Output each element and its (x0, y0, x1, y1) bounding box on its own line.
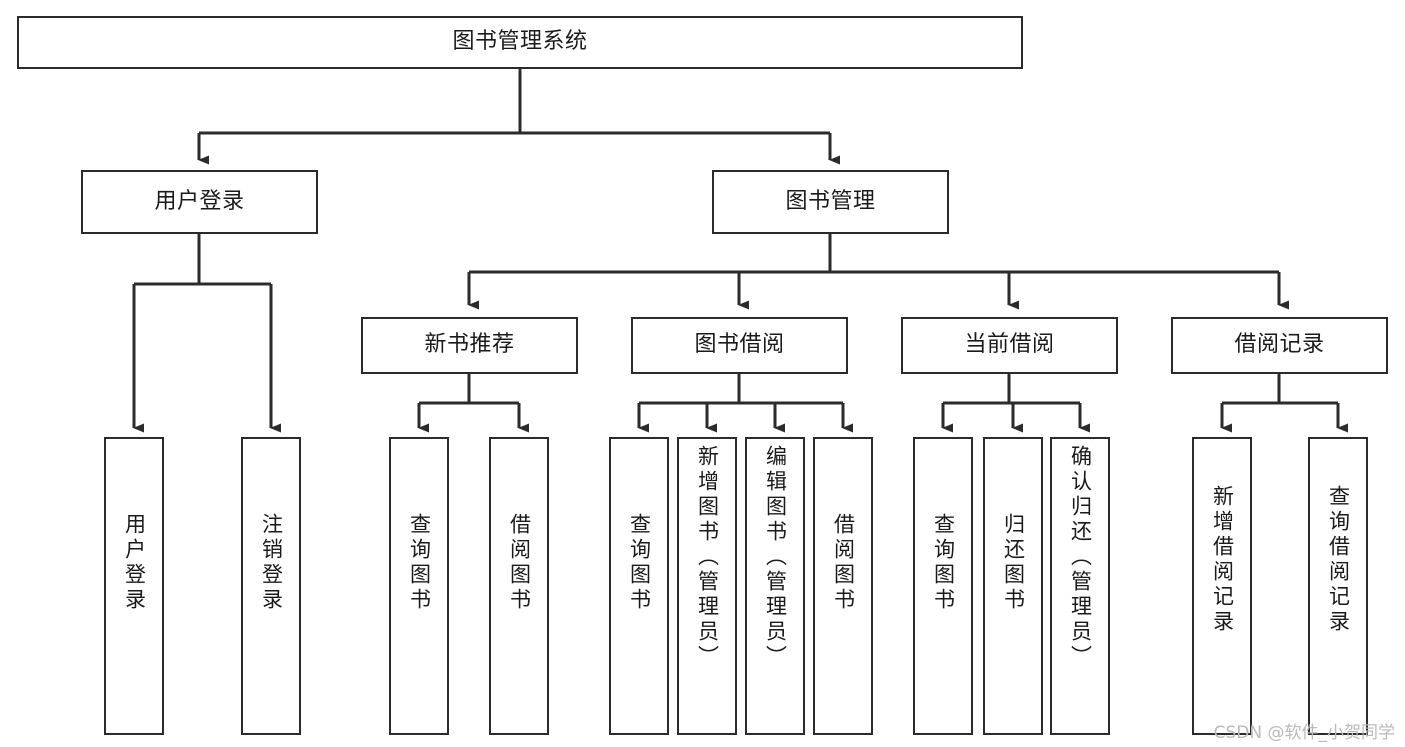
leaf-bb-edit-book-admin[interactable]: 编辑图书（管理员） (745, 437, 805, 735)
leaf-bb-query-book[interactable]: 查询图书 (609, 437, 669, 735)
leaf-cb-confirm-return-admin-label: 确认归还（管理员） (1068, 445, 1093, 670)
node-user-login[interactable]: 用户登录 (81, 170, 318, 234)
leaf-logout-login[interactable]: 注销登录 (241, 437, 301, 735)
leaf-bb-edit-book-admin-label: 编辑图书（管理员） (763, 445, 788, 670)
node-root-system[interactable]: 图书管理系统 (17, 16, 1023, 69)
leaf-bb-borrow-book[interactable]: 借阅图书 (813, 437, 873, 735)
leaf-nb-borrow-book[interactable]: 借阅图书 (489, 437, 549, 735)
leaf-br-add-record-label: 新增借阅记录 (1210, 485, 1235, 635)
leaf-user-login[interactable]: 用户登录 (104, 437, 164, 735)
leaf-bb-borrow-book-label: 借阅图书 (831, 513, 856, 613)
leaf-br-query-record-label: 查询借阅记录 (1326, 485, 1351, 635)
node-root-label: 图书管理系统 (452, 29, 588, 55)
node-current-borrow-label: 当前借阅 (964, 332, 1055, 358)
node-borrow-record-label: 借阅记录 (1234, 332, 1325, 358)
leaf-bb-query-book-label: 查询图书 (627, 513, 652, 613)
node-new-book-recommend-label: 新书推荐 (424, 332, 515, 358)
node-book-management-label: 图书管理 (785, 188, 876, 214)
leaf-cb-return-book[interactable]: 归还图书 (983, 437, 1043, 735)
leaf-cb-return-book-label: 归还图书 (1001, 513, 1026, 613)
leaf-cb-confirm-return-admin[interactable]: 确认归还（管理员） (1050, 437, 1110, 735)
leaf-nb-borrow-book-label: 借阅图书 (507, 513, 532, 613)
node-book-management[interactable]: 图书管理 (712, 170, 949, 234)
node-current-borrow[interactable]: 当前借阅 (901, 317, 1118, 374)
leaf-nb-query-book-label: 查询图书 (407, 513, 432, 613)
node-user-login-label: 用户登录 (154, 188, 245, 214)
leaf-bb-add-book-admin[interactable]: 新增图书（管理员） (677, 437, 737, 735)
leaf-nb-query-book[interactable]: 查询图书 (389, 437, 449, 735)
node-borrow-record[interactable]: 借阅记录 (1171, 317, 1388, 374)
leaf-logout-login-label: 注销登录 (259, 513, 284, 613)
leaf-br-add-record[interactable]: 新增借阅记录 (1192, 437, 1252, 735)
leaf-br-query-record[interactable]: 查询借阅记录 (1308, 437, 1368, 735)
node-book-borrow-label: 图书借阅 (694, 332, 785, 358)
node-new-book-recommend[interactable]: 新书推荐 (361, 317, 578, 374)
leaf-cb-query-book-label: 查询图书 (931, 513, 956, 613)
node-book-borrow[interactable]: 图书借阅 (631, 317, 848, 374)
leaf-cb-query-book[interactable]: 查询图书 (913, 437, 973, 735)
leaf-bb-add-book-admin-label: 新增图书（管理员） (695, 445, 720, 670)
leaf-user-login-label: 用户登录 (122, 513, 147, 613)
